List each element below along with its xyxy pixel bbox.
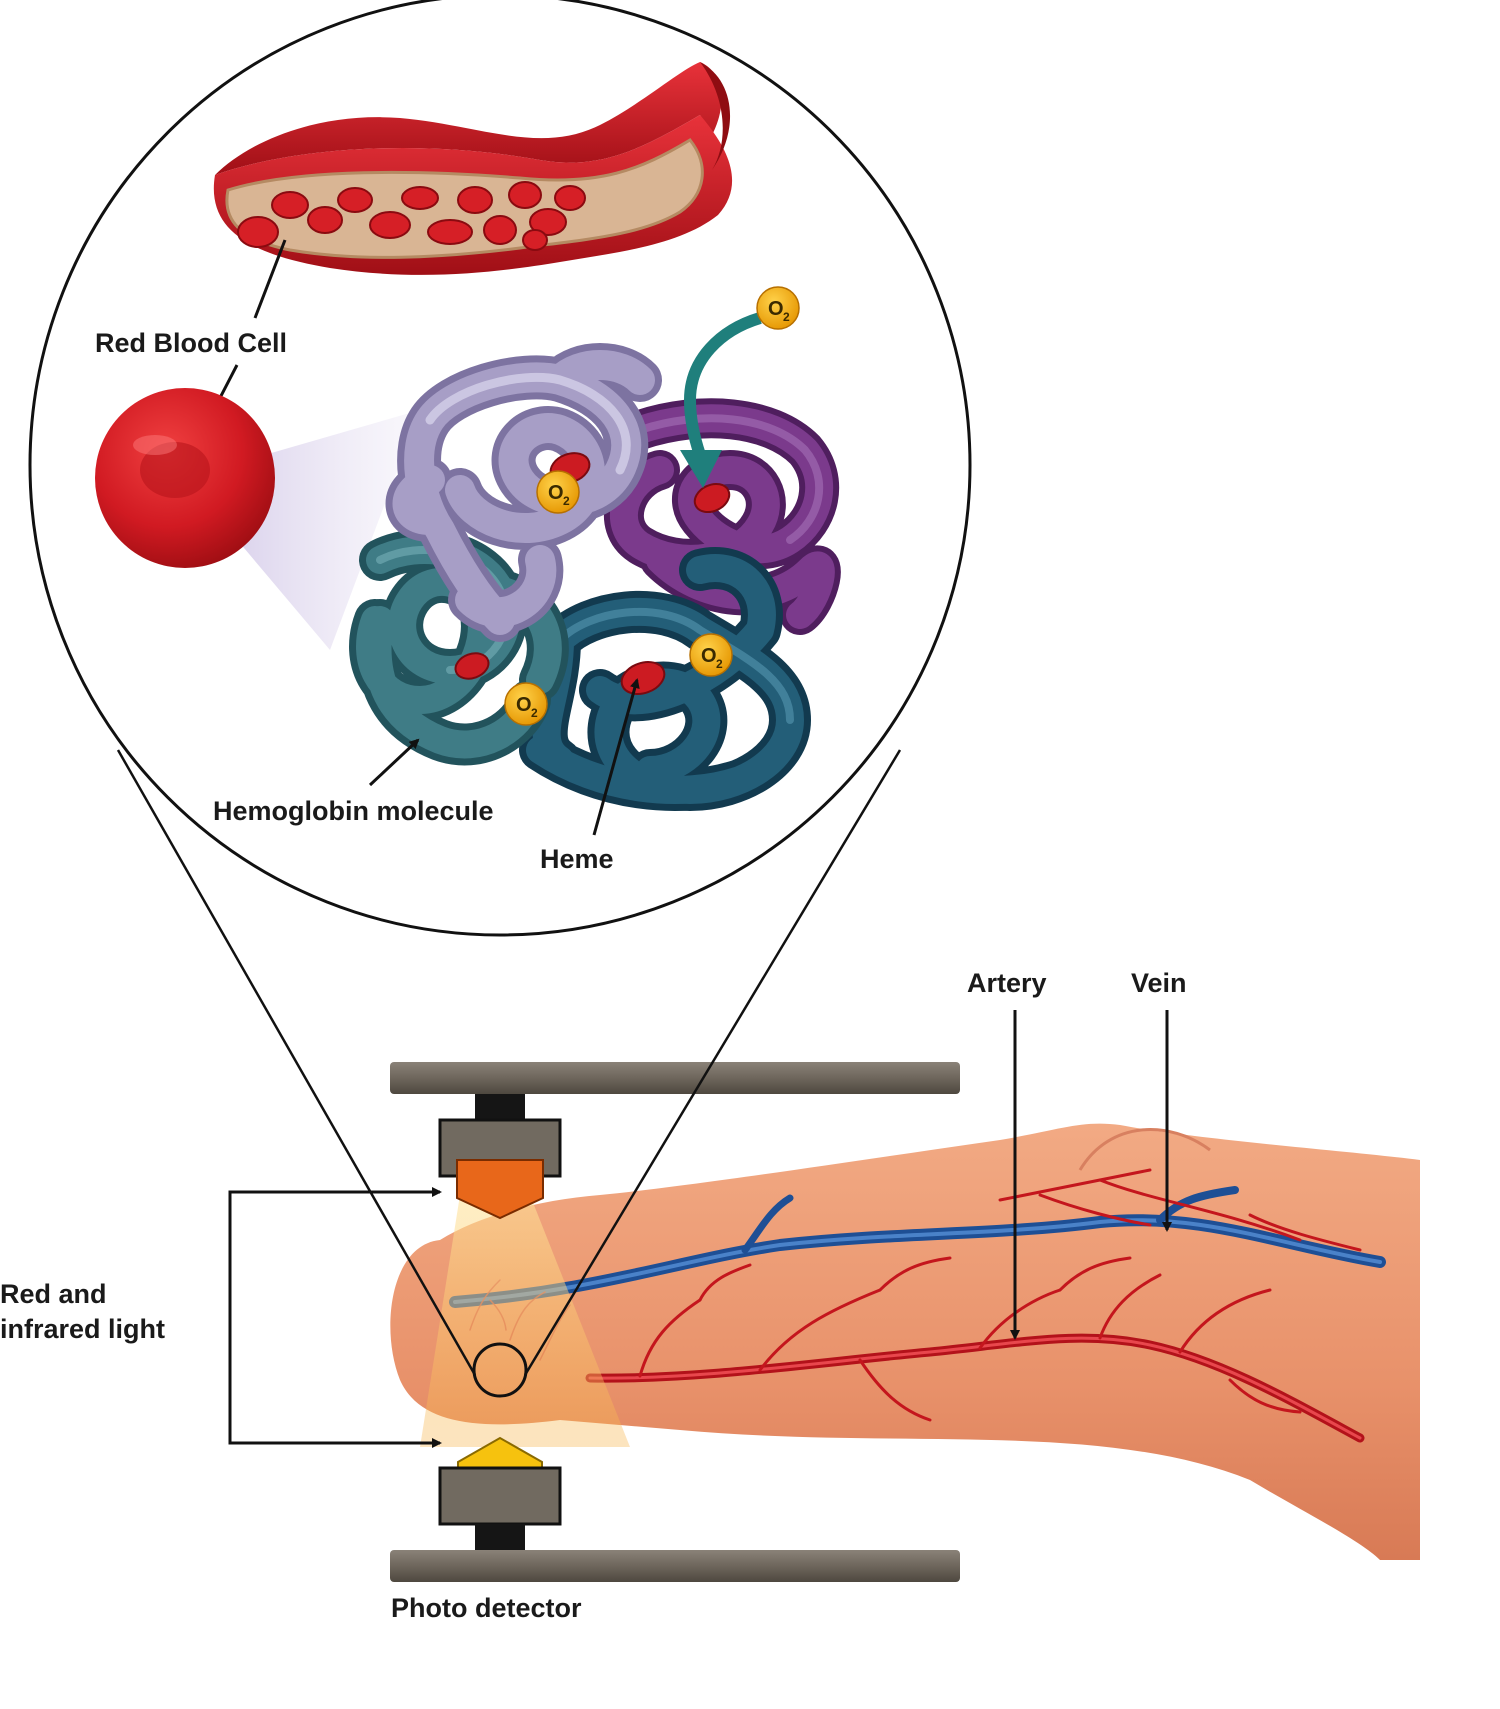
light-emitter bbox=[456, 1159, 544, 1220]
upper-clamp-bar bbox=[390, 1062, 960, 1094]
oxygen-binding-arrow bbox=[680, 312, 762, 488]
svg-text:2: 2 bbox=[716, 657, 723, 671]
blood-vessel-cutaway bbox=[213, 62, 733, 275]
finger bbox=[390, 1100, 1500, 1600]
heme-groups bbox=[454, 452, 731, 695]
callout-arrows-molecule bbox=[368, 678, 640, 836]
oximeter-clamp bbox=[390, 1062, 960, 1582]
svg-text:O: O bbox=[701, 645, 717, 667]
svg-text:2: 2 bbox=[563, 494, 570, 508]
hemoglobin-molecule-label: Hemoglobin molecule bbox=[213, 796, 494, 826]
svg-text:2: 2 bbox=[531, 706, 538, 720]
red-blood-cell bbox=[95, 388, 275, 568]
svg-text:O: O bbox=[768, 298, 784, 320]
oxygen-molecule: O 2 bbox=[756, 286, 800, 330]
svg-text:O: O bbox=[516, 694, 532, 716]
vessel-red-cells bbox=[237, 181, 586, 251]
lower-clamp-bar bbox=[390, 1550, 960, 1582]
hb-subunit-dark-teal bbox=[519, 547, 811, 811]
light-beam bbox=[420, 1195, 630, 1447]
callout-arrows-finger bbox=[1010, 1010, 1172, 1340]
magnification-lines bbox=[116, 749, 902, 1376]
photo-detector-label: Photo detector bbox=[391, 1593, 582, 1623]
oxygen-molecule: O 2 bbox=[504, 682, 548, 726]
vessel-cell-pointer bbox=[253, 239, 287, 319]
vein-label: Vein bbox=[1131, 968, 1187, 998]
oxygen-molecule: O 2 bbox=[689, 633, 733, 677]
detector-housing bbox=[438, 1466, 562, 1526]
light-path-bracket bbox=[228, 1187, 442, 1448]
heme-disc bbox=[454, 652, 490, 680]
artery-label: Artery bbox=[967, 968, 1047, 998]
magnified-region-marker bbox=[472, 1342, 528, 1398]
heme-disc bbox=[693, 482, 731, 514]
svg-text:O: O bbox=[548, 482, 564, 504]
oxygen-molecule: O 2 bbox=[536, 470, 580, 514]
red-infrared-light-label-line1: Red and bbox=[0, 1279, 107, 1309]
red-infrared-light-label-line2: infrared light bbox=[0, 1314, 166, 1344]
oxygen-molecules: O 2 O 2 O 2 O 2 bbox=[504, 286, 800, 726]
hb-subunit-lavender bbox=[385, 343, 662, 642]
hemoglobin-molecule bbox=[349, 343, 841, 811]
heme-label: Heme bbox=[540, 844, 614, 874]
red-blood-cell-label: Red Blood Cell bbox=[95, 328, 288, 358]
svg-text:2: 2 bbox=[783, 310, 790, 324]
artery-vessel bbox=[469, 1168, 1365, 1443]
